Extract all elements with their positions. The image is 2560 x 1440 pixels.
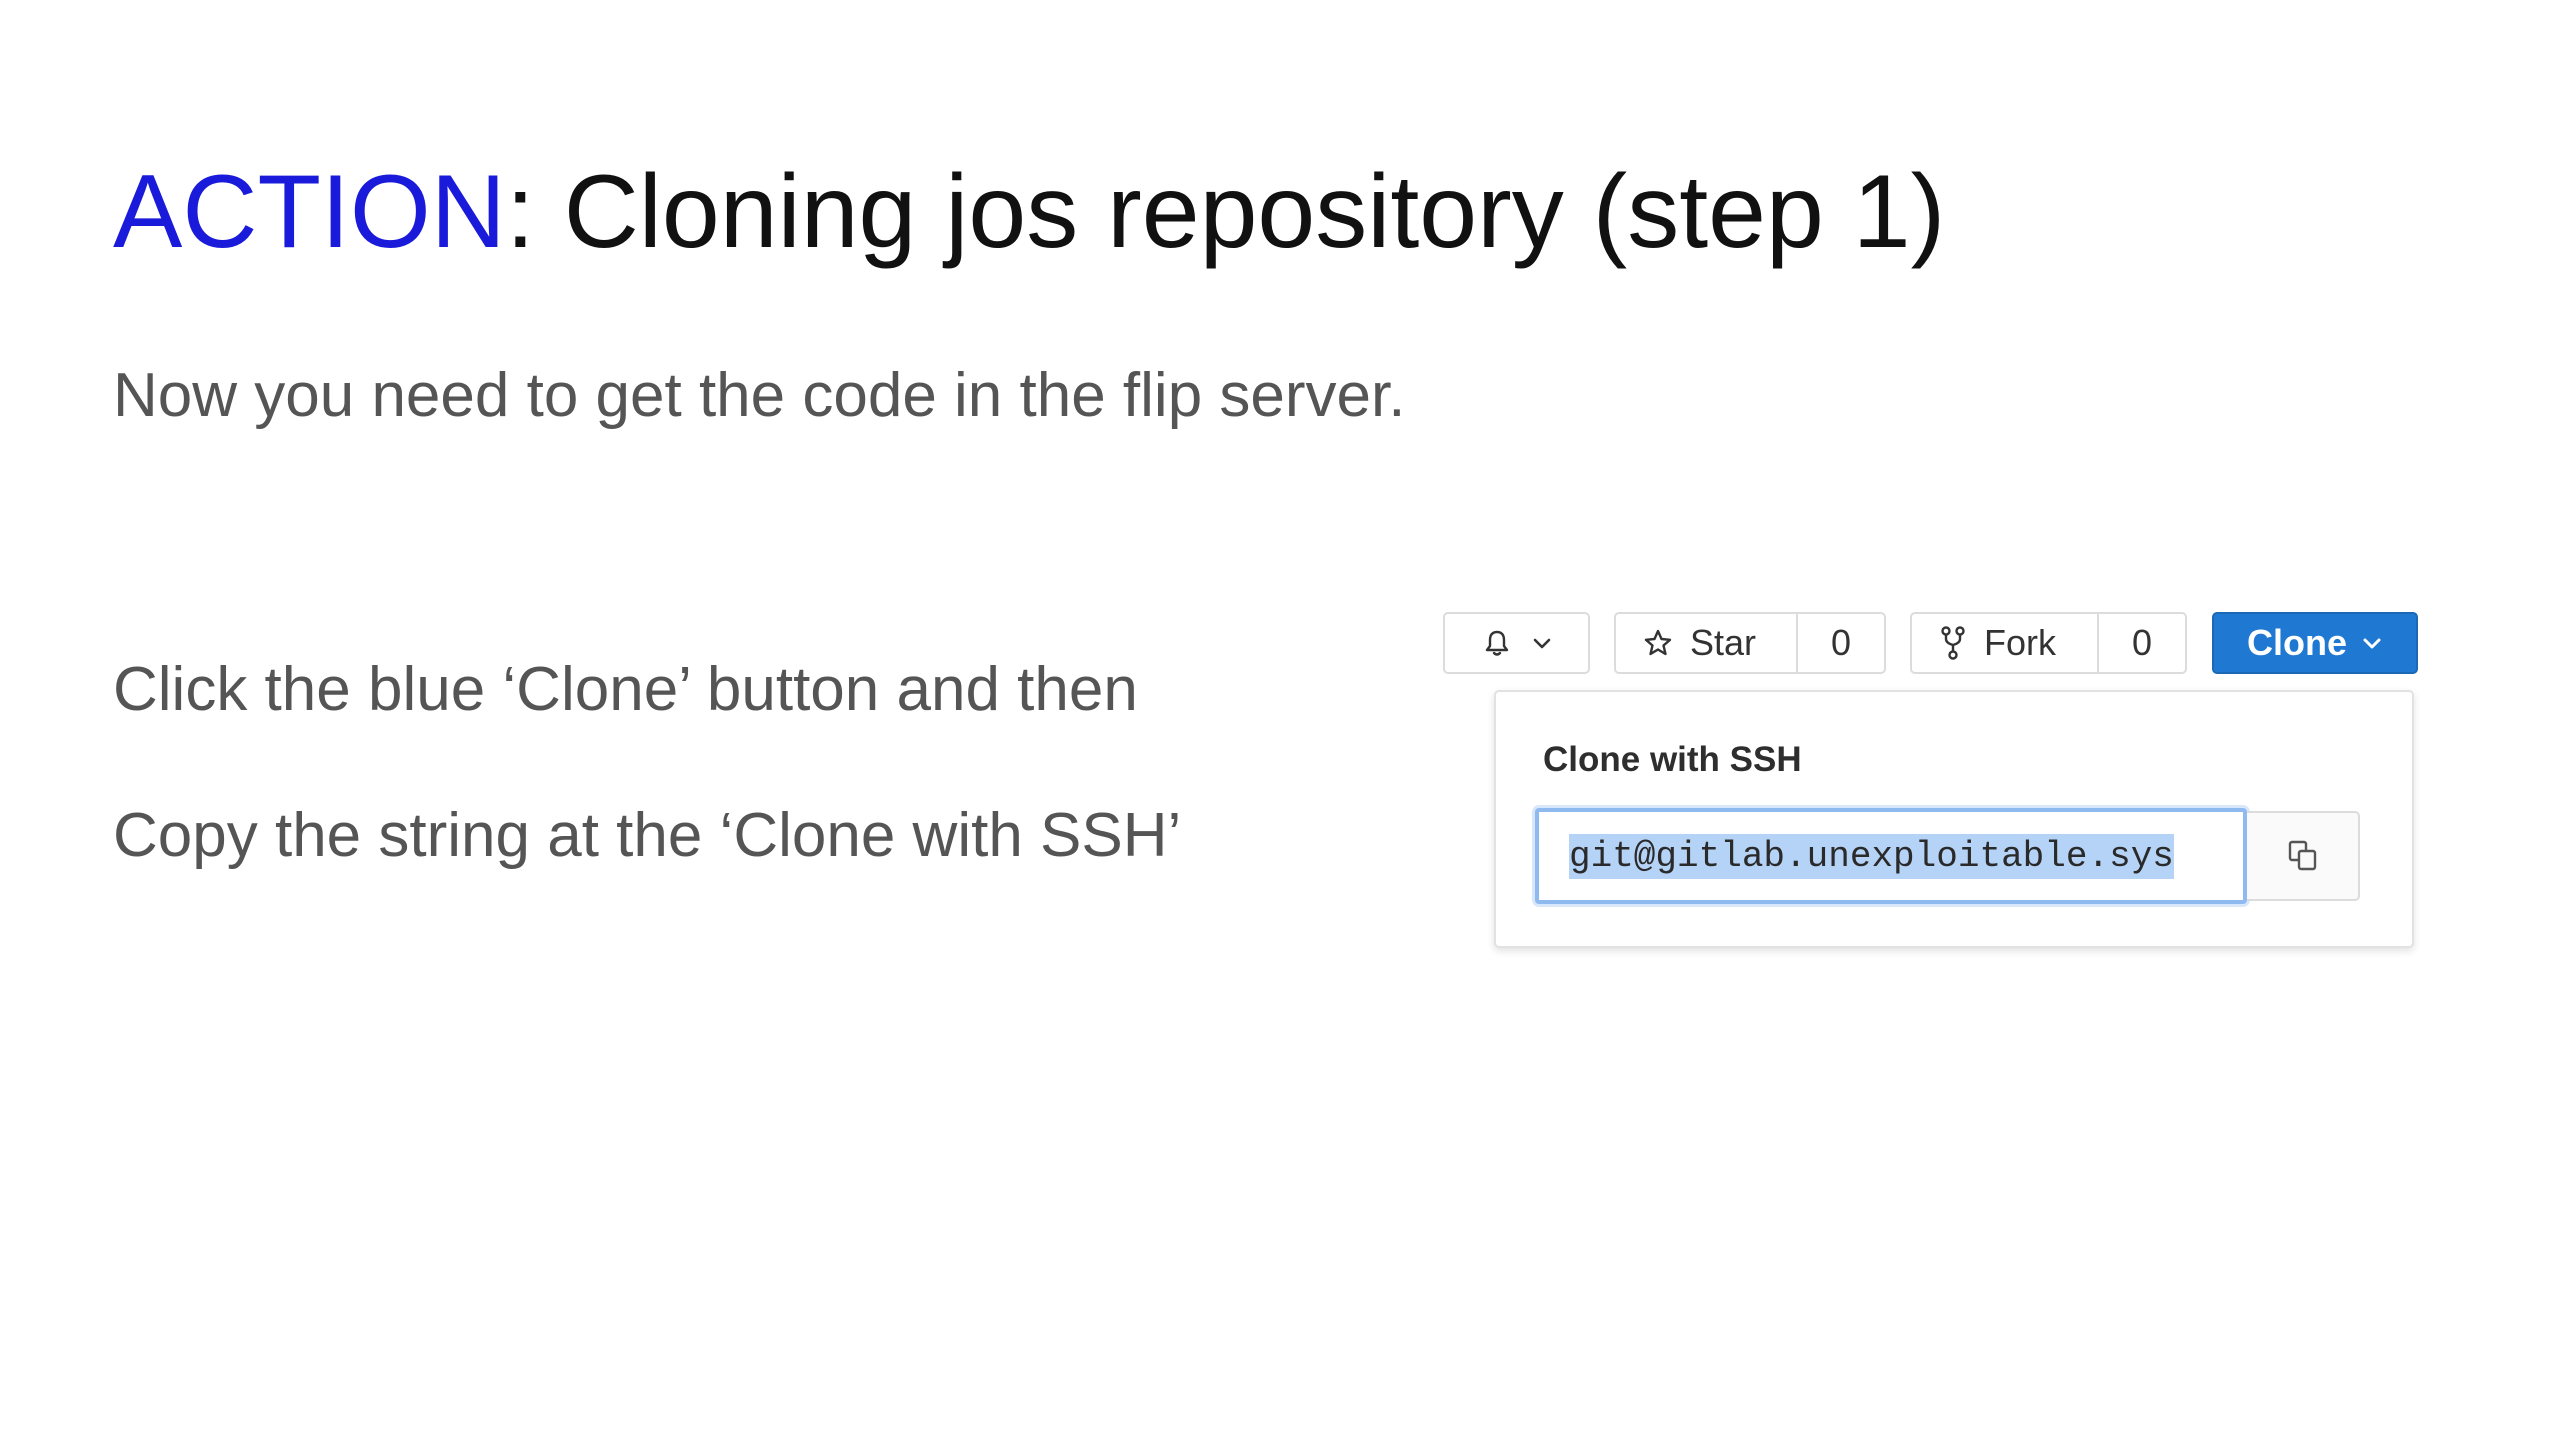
star-button[interactable]: Star — [1616, 614, 1796, 672]
copy-icon — [2285, 838, 2321, 874]
fork-button-group: Fork 0 — [1910, 612, 2187, 674]
chevron-down-icon — [2361, 632, 2383, 654]
instruction-copy-ssh: Copy the string at the ‘Clone with SSH’ — [113, 801, 1182, 870]
fork-icon — [1938, 625, 1968, 661]
ssh-url-text: git@gitlab.unexploitable.sys — [1569, 833, 2174, 879]
instruction-click-clone: Click the blue ‘Clone’ button and then — [113, 655, 1138, 724]
title-text: : Cloning jos repository (step 1) — [505, 154, 1946, 270]
clone-button[interactable]: Clone — [2212, 612, 2418, 674]
fork-count[interactable]: 0 — [2097, 614, 2185, 672]
fork-label: Fork — [1984, 622, 2056, 663]
chevron-down-icon — [1531, 632, 1553, 654]
star-button-group: Star 0 — [1614, 612, 1886, 674]
bell-icon — [1481, 627, 1513, 659]
star-icon — [1642, 627, 1674, 659]
star-label: Star — [1690, 622, 1757, 663]
clone-label: Clone — [2246, 622, 2347, 663]
slide-title: ACTION: Cloning jos repository (step 1) — [113, 155, 1945, 269]
title-accent: ACTION — [113, 154, 506, 270]
slide-subtitle: Now you need to get the code in the flip… — [113, 361, 1406, 430]
copy-url-button[interactable] — [2247, 811, 2360, 901]
clone-with-ssh-label: Clone with SSH — [1543, 740, 1802, 779]
fork-button[interactable]: Fork — [1912, 614, 2097, 672]
star-count[interactable]: 0 — [1796, 614, 1884, 672]
notification-button[interactable] — [1443, 612, 1590, 674]
ssh-url-input[interactable]: git@gitlab.unexploitable.sys — [1535, 808, 2247, 904]
clone-dropdown-panel: Clone with SSH git@gitlab.unexploitable.… — [1494, 690, 2414, 948]
